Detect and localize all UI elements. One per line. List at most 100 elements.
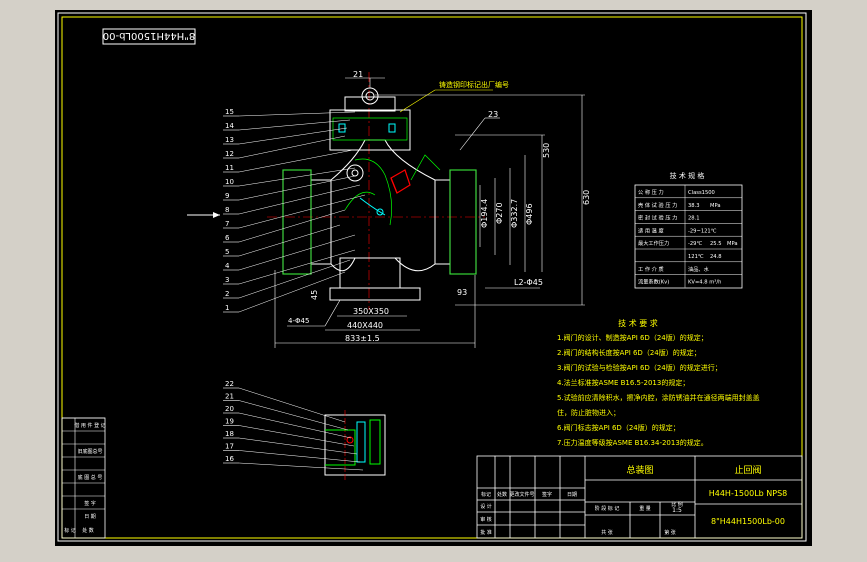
spec-cell: 最大工作压力: [638, 239, 669, 247]
spec-cell: 壳 体 试 验 压 力: [638, 201, 677, 209]
tech-req-title: 技 术 要 求: [618, 318, 658, 328]
spec-cell: 25.5: [710, 241, 722, 247]
detail-label-20: 20: [225, 405, 234, 413]
rev-row: 旧底图总号: [77, 448, 102, 455]
cyan-parts: [338, 123, 396, 216]
dim-45: 45: [310, 290, 319, 300]
part-label-4: 4: [225, 262, 230, 270]
part-label-7: 7: [225, 220, 229, 228]
hinge-pin: [346, 164, 364, 182]
dim-phi332: Φ332.7: [510, 199, 519, 228]
spec-cell: -29℃: [688, 241, 702, 247]
spec-cell: 38.3: [688, 203, 700, 209]
title-stage: 阶 段 标 记: [595, 505, 620, 512]
tech-spec-title: 技 术 规 格: [670, 171, 705, 180]
dim-350: 350X350: [353, 307, 389, 316]
tech-req-line: 4.法兰标准按ASME B16.5-2013的规定；: [557, 378, 689, 387]
spec-cell: 工 作 介 质: [638, 265, 664, 273]
spec-cell: KV=4.8 m³/h: [688, 280, 721, 286]
part-labels-detail: 22 21 20 19 18 17 16: [223, 380, 364, 471]
dim-top-21: 21: [353, 70, 363, 79]
rev-row: 日 期: [84, 514, 96, 520]
dim-label-23: 23: [488, 110, 498, 119]
rev-bottom: 处 数: [82, 527, 94, 534]
marking-note: 铸造钢印标记出厂编号: [439, 80, 509, 89]
spec-cell: Class1500: [688, 190, 715, 196]
title-drawing: 总装图: [626, 464, 653, 476]
spec-cell: 24.8: [710, 254, 722, 260]
tech-req-line: 6.阀门标志按API 6D（24版）的规定；: [557, 423, 680, 432]
spec-cell: MPa: [727, 241, 738, 247]
spec-cell: 适 用 温 度: [638, 226, 664, 234]
dim-93: 93: [457, 288, 467, 297]
valve-body: [282, 87, 477, 301]
title-sheet2: 第 张: [664, 529, 676, 536]
rev-row: 底 图 总 号: [78, 474, 103, 481]
dim-phi270: Φ270: [495, 202, 504, 224]
title-scale-label: 比 例: [671, 501, 683, 508]
revision-block: 借 用 件 登 记旧底图总号底 图 总 号签 字日 期标 记处 数: [61, 417, 106, 539]
dim-phi496: Φ496: [525, 203, 534, 225]
tb-approve: 批 准: [480, 529, 492, 536]
detail-label-21: 21: [225, 393, 234, 401]
part-label-10: 10: [225, 178, 234, 186]
inner-frame: [61, 16, 803, 539]
detail-label-17: 17: [225, 443, 234, 451]
drawing-number-text: 8"H44H1500Lb-00: [103, 30, 195, 41]
spec-cell: -29~121℃: [688, 228, 717, 234]
title-scale: 1:5: [672, 507, 682, 514]
title-weight: 重 量: [639, 505, 651, 512]
title-block: [476, 455, 803, 539]
detail-label-19: 19: [225, 418, 234, 426]
tb-date: 日期: [567, 492, 577, 498]
rev-row: 借 用 件 登 记: [74, 422, 105, 429]
tech-req-line: 住，防止脏物进入；: [557, 408, 620, 417]
tech-req-line: 2.阀门的结构长度按API 6D（24版）的规定；: [557, 348, 701, 357]
part-label-5: 5: [225, 248, 229, 256]
vertical-dim-lines: [375, 94, 585, 306]
tb-check: 审 核: [480, 516, 492, 523]
dim-833: 833±1.5: [345, 334, 380, 343]
part-label-8: 8: [225, 206, 229, 214]
spec-cell: 流量系数(Kv): [638, 278, 669, 286]
dim-440: 440X440: [347, 321, 383, 330]
disc-part: [390, 169, 411, 194]
tech-req-line: 7.压力温度等级按ASME B16.34-2013的规定。: [557, 438, 708, 447]
part-label-13: 13: [225, 136, 234, 144]
part-label-15: 15: [225, 108, 234, 116]
part-label-2: 2: [225, 290, 229, 298]
spec-cell: 28.1: [688, 216, 700, 222]
tb-sign: 签字: [542, 491, 552, 498]
part-label-3: 3: [225, 276, 229, 284]
dim-630: 630: [582, 190, 591, 205]
part-label-12: 12: [225, 150, 234, 158]
tech-req-line: 3.阀门的试验与检验按API 6D（24版）的规定进行；: [557, 363, 722, 372]
tb-mark: 标记: [481, 491, 491, 498]
drawing-canvas[interactable]: 8"H44H1500Lb-00: [55, 10, 812, 546]
part-label-14: 14: [225, 122, 234, 130]
part-label-11: 11: [225, 164, 234, 172]
drawing-number-box: [102, 28, 196, 45]
title-drawing-no: 8"H44H1500Lb-00: [711, 517, 785, 526]
dim-phi194: Φ194.4: [480, 199, 489, 228]
cad-drawing: 8"H44H1500Lb-00: [57, 12, 807, 542]
part-label-1: 1: [225, 304, 229, 312]
part-labels-main: 15 14 13 12 11 10 9 8 7 6 5 4 3 2 1: [223, 108, 366, 313]
part-label-6: 6: [225, 234, 230, 242]
outer-frame: [57, 12, 807, 542]
detail-label-18: 18: [225, 430, 234, 438]
detail-label-16: 16: [225, 455, 234, 463]
dim-l2-phi45: L2-Φ45: [514, 278, 543, 287]
dim-530: 530: [542, 143, 551, 158]
spec-cell: 121℃: [688, 254, 704, 260]
spec-cell: 公 称 压 力: [638, 188, 664, 196]
tb-doc: 更改文件号: [509, 491, 534, 498]
tech-req-line: 1.阀门的设计、制造按API 6D（24版）的规定；: [557, 333, 708, 342]
rev-row: 签 字: [84, 500, 96, 507]
tech-req-line: 5.试验前应清除积水，擦净内腔，涂防锈油并在通径两端用封盖盖: [557, 393, 760, 402]
part-label-9: 9: [225, 192, 229, 200]
spec-cell: MPa: [710, 203, 721, 209]
detail-label-22: 22: [225, 380, 234, 388]
